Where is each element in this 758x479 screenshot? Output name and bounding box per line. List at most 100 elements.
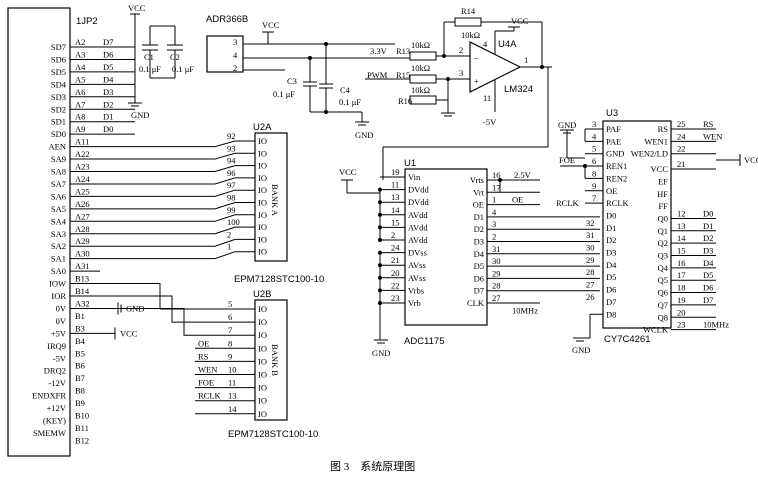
- fifo-pin-name: D8: [606, 309, 616, 319]
- fifo-pin-name: D4: [606, 260, 617, 270]
- svg-text:1: 1: [524, 55, 528, 65]
- connector-signal-label: SA8: [51, 167, 66, 177]
- svg-text:10kΩ: 10kΩ: [411, 40, 430, 50]
- cpld-io-label: IO: [258, 304, 267, 314]
- svg-text:U2B: U2B: [253, 289, 271, 300]
- fifo-pin-name: RS: [658, 124, 669, 134]
- svg-text:0.1 μF: 0.1 μF: [273, 89, 295, 99]
- connector-signal-label: SA9: [51, 154, 66, 164]
- fifo-pin-number: 8: [592, 168, 596, 178]
- opamp-lm324: − + 2 3 VCC 4 U4A 11 -5V LM324 1: [382, 16, 552, 180]
- fifo-net-label: D3: [703, 246, 713, 256]
- svg-text:10kΩ: 10kΩ: [461, 30, 480, 40]
- adc-pin-name: D1: [474, 212, 484, 222]
- adc-pin-number: 3: [492, 219, 496, 229]
- adc-net-label: 10MHz: [512, 305, 538, 315]
- connector-pin: A31: [75, 261, 90, 271]
- svg-text:LM324: LM324: [504, 84, 533, 95]
- fifo-pin-name: Q5: [658, 275, 668, 285]
- adc-pin-name: D7: [474, 286, 484, 296]
- cpld-pin-number: 94: [227, 156, 236, 166]
- connector-pin: A3: [75, 49, 85, 59]
- adc-pin-name: Vrbs: [408, 285, 424, 295]
- resistor-r14: R14 10kΩ: [442, 6, 543, 66]
- cpld-io-label: IO: [258, 136, 267, 146]
- fifo-pin-number: 28: [586, 267, 595, 277]
- adc-pin-number: 11: [391, 180, 399, 190]
- connector-signal-label: SD2: [51, 104, 66, 114]
- fifo-pin-name: Q4: [658, 263, 669, 273]
- connector-pin: B6: [75, 361, 85, 371]
- connector-signal-label: SA0: [51, 266, 66, 276]
- fifo-pin-number: 21: [677, 159, 686, 169]
- connector-signal-label: +12V: [47, 403, 67, 413]
- fifo-net-label: FOE: [559, 155, 575, 165]
- connector-signal-label: ENDXFR: [32, 391, 66, 401]
- fifo-pin-number: 6: [592, 156, 596, 166]
- gnd-label: GND: [126, 303, 144, 313]
- connector-pin: A32: [75, 298, 90, 308]
- svg-text:CY7C4261: CY7C4261: [604, 334, 650, 345]
- adc-pin-name: OE: [473, 200, 484, 210]
- fifo-pin-name: GND: [606, 149, 624, 159]
- cpld-pin-number: 98: [227, 193, 236, 203]
- adc-pin-name: AVdd: [408, 210, 428, 220]
- fifo-pin-number: 30: [586, 243, 595, 253]
- fifo-pin-name: D7: [606, 297, 616, 307]
- cpld-pin-number: 13: [228, 391, 237, 401]
- fifo-pin-name: PAE: [606, 136, 621, 146]
- svg-text:VCC: VCC: [744, 155, 758, 165]
- connector-signal-label: SD3: [51, 92, 66, 102]
- svg-text:10kΩ: 10kΩ: [411, 63, 430, 73]
- connector-pin: B10: [75, 411, 89, 421]
- cpld-io-label: IO: [258, 185, 267, 195]
- fifo-pin-name: WCLK: [643, 325, 669, 335]
- connector-pin: B12: [75, 435, 89, 445]
- cpld-io-label: IO: [258, 317, 267, 327]
- data-bus-net: D7: [103, 37, 113, 47]
- fifo-pin-number: 4: [592, 131, 597, 141]
- fifo-u3: U3 CY7C4261 PAF3PAE4GND5REN16REN28OE9RCL…: [556, 108, 729, 345]
- connector-pin: B5: [75, 348, 85, 358]
- fifo-pin-number: 5: [592, 144, 596, 154]
- fifo-pin-name: FF: [659, 201, 669, 211]
- adc-pin-number: 22: [391, 280, 400, 290]
- adc-pin-number: 1: [492, 195, 496, 205]
- fifo-pin-name: WEN2/LD: [631, 149, 668, 159]
- cpld-io-label: IO: [258, 330, 267, 340]
- fifo-pin-number: 9: [592, 181, 596, 191]
- adc-pin-number: 31: [492, 244, 501, 254]
- adc-pin-name: D2: [474, 224, 484, 234]
- connector-signal-label: 0V: [56, 303, 67, 313]
- vcc-symbol-u3: VCC: [716, 154, 758, 166]
- fifo-pin-name: WEN1: [644, 136, 668, 146]
- fifo-pin-number: 24: [677, 131, 686, 141]
- adr-ref: ADR366B: [206, 14, 248, 25]
- cpld-pin-number: 96: [227, 168, 236, 178]
- c1-ref: C1: [144, 52, 154, 62]
- svg-text:R16: R16: [398, 96, 412, 106]
- fifo-pin-number: 13: [677, 221, 686, 231]
- fifo-pin-number: 29: [586, 255, 595, 265]
- connector-pin: B9: [75, 398, 85, 408]
- fifo-pin-number: 22: [677, 144, 686, 154]
- fifo-pin-name: REN1: [606, 161, 627, 171]
- adc-pin-name: DVss: [408, 248, 427, 258]
- connector-signal-label: DRQ2: [44, 366, 66, 376]
- cpld-io-label: IO: [258, 356, 267, 366]
- cpld-io-label: IO: [258, 247, 267, 257]
- svg-text:R14: R14: [461, 6, 476, 16]
- cpld-io-label: IO: [258, 148, 267, 158]
- fifo-net-label: RS: [703, 119, 714, 129]
- cpld-pin-number: 6: [228, 312, 232, 322]
- fifo-pin-number: 7: [592, 193, 596, 203]
- fifo-net-label: D6: [703, 283, 713, 293]
- data-bus-net: D6: [103, 49, 113, 59]
- adc-pin-number: 30: [492, 256, 501, 266]
- adc-pin-number: 20: [391, 268, 400, 278]
- cpld-pin-number: 7: [228, 325, 232, 335]
- connector-pin: A7: [75, 99, 85, 109]
- fifo-pin-name: HF: [657, 189, 668, 199]
- connector-pin: B1: [75, 311, 85, 321]
- adc-pin-name: DVdd: [408, 197, 430, 207]
